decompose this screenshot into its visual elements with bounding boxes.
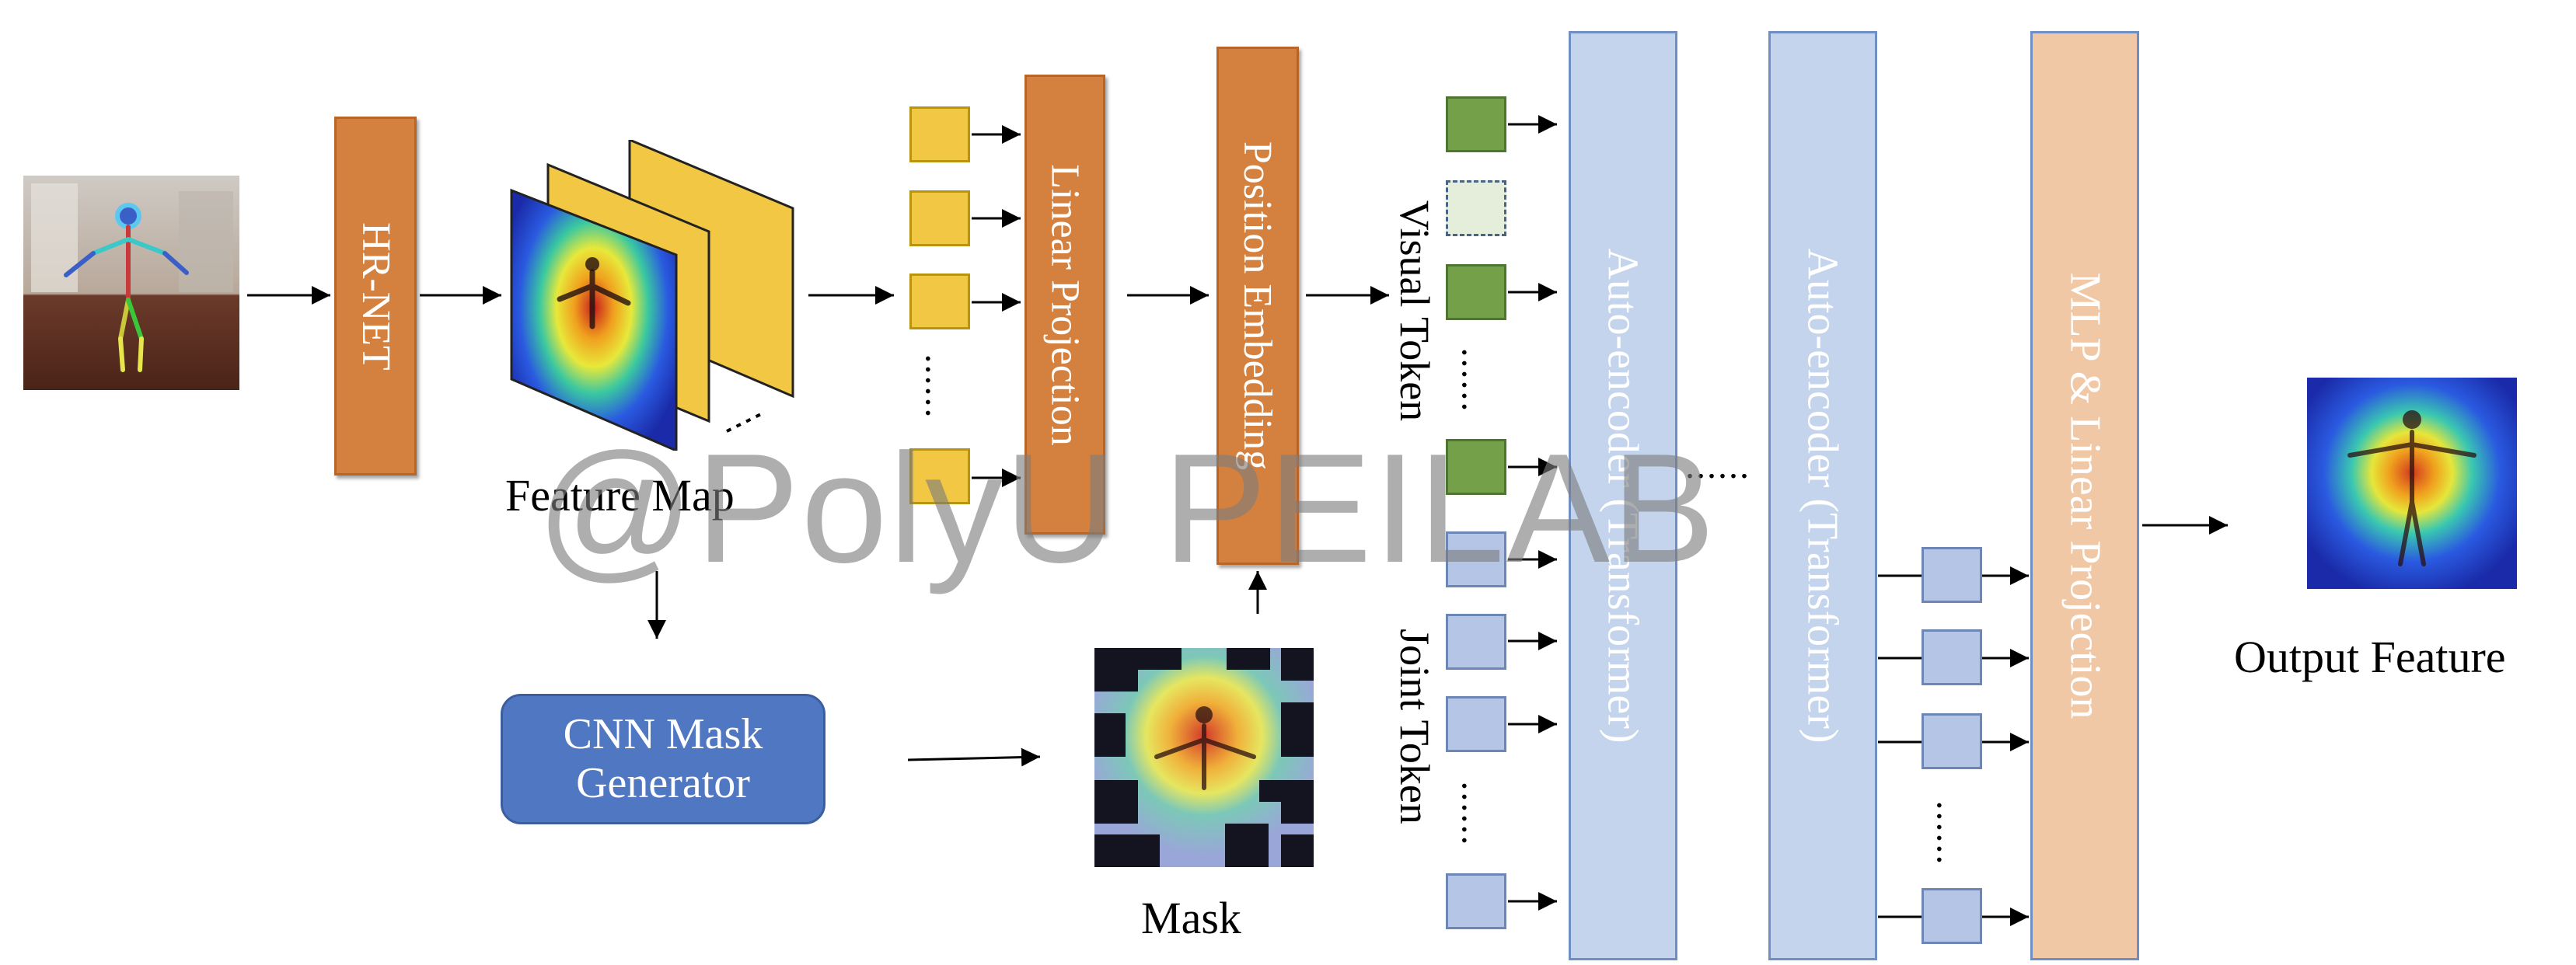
feature-token [909, 106, 970, 162]
feature-map-label: Feature Map [505, 470, 735, 521]
mask-label: Mask [1141, 893, 1241, 943]
joint-token [1446, 614, 1506, 670]
mlp-linear-projection-block: MLP & Linear Projection [2030, 31, 2139, 960]
linear-projection-label: Linear Projection [1042, 163, 1087, 446]
mlp-label: MLP & Linear Projection [2061, 272, 2109, 719]
feature-map-stack [510, 140, 794, 451]
position-embedding-block: Position Embedding [1216, 47, 1299, 565]
output-token-ellipsis: ...... [1929, 800, 1970, 866]
joint-token-ellipsis: ...... [1454, 781, 1496, 847]
masked-heatmap [1094, 648, 1314, 867]
output-joint-token [1922, 713, 1982, 769]
encoder-ellipsis: ...... [1685, 445, 1750, 486]
cnn-mask-line2: Generator [576, 759, 750, 807]
joint-token-label: Joint Token [1391, 629, 1439, 824]
input-pose-photo [23, 176, 239, 390]
cnn-mask-generator: CNN Mask Generator [501, 694, 826, 824]
output-feature-label: Output Feature [2234, 632, 2506, 682]
output-joint-token [1922, 629, 1982, 685]
joint-token [1446, 696, 1506, 752]
cnn-mask-line1: CNN Mask [563, 710, 763, 759]
joint-token [1446, 531, 1506, 587]
joint-token [1446, 873, 1506, 929]
hrnet-label: HR-NET [353, 221, 398, 371]
linear-projection-block: Linear Projection [1024, 75, 1105, 535]
output-heatmap [2307, 378, 2517, 589]
masked-visual-token [1446, 180, 1506, 236]
visual-token [1446, 96, 1506, 152]
autoencoder-block-1: Auto-encoder (Transformer) [1569, 31, 1677, 960]
output-joint-token [1922, 888, 1982, 944]
feature-token [909, 190, 970, 246]
hrnet-block: HR-NET [334, 117, 417, 476]
feature-token-ellipsis: ...... [917, 354, 959, 420]
visual-token [1446, 264, 1506, 320]
autoencoder-label-2: Auto-encoder (Transformer) [1799, 248, 1847, 744]
visual-token-ellipsis: ...... [1454, 347, 1496, 413]
visual-token-label: Visual Token [1391, 200, 1439, 422]
visual-token [1446, 439, 1506, 495]
output-joint-token [1922, 547, 1982, 603]
autoencoder-block-2: Auto-encoder (Transformer) [1768, 31, 1877, 960]
feature-token [909, 448, 970, 504]
watermark: @PolyU PEILAB [536, 422, 1717, 595]
feature-token [909, 273, 970, 329]
